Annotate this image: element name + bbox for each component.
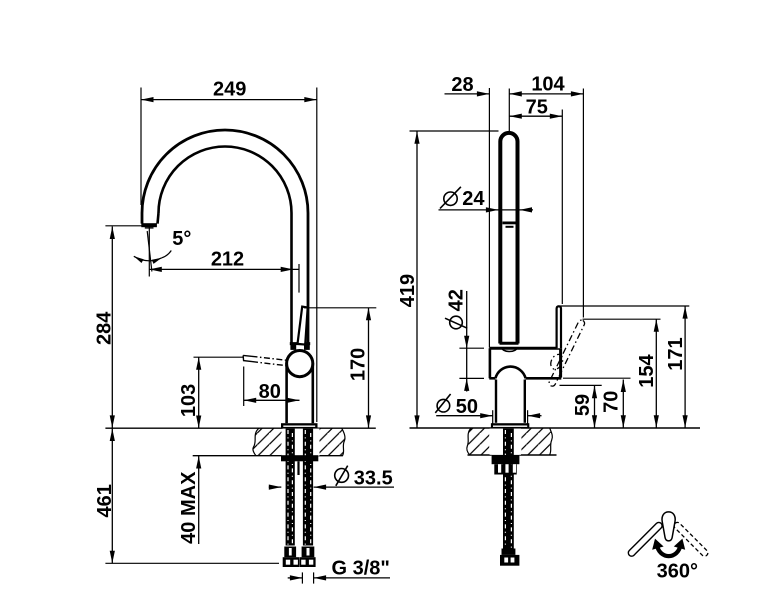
- svg-text:212: 212: [211, 249, 244, 271]
- svg-text:461: 461: [94, 484, 116, 517]
- svg-text:75: 75: [526, 97, 548, 119]
- svg-text:24: 24: [462, 188, 485, 210]
- svg-text:170: 170: [348, 348, 370, 381]
- svg-text:70: 70: [601, 391, 623, 413]
- svg-text:171: 171: [665, 337, 687, 370]
- svg-text:28: 28: [451, 74, 473, 96]
- svg-text:249: 249: [213, 78, 246, 100]
- svg-text:154: 154: [636, 353, 658, 387]
- svg-text:G 3/8": G 3/8": [332, 557, 390, 579]
- svg-text:103: 103: [178, 384, 200, 417]
- svg-text:40 MAX: 40 MAX: [178, 471, 200, 544]
- svg-text:42: 42: [445, 289, 467, 311]
- svg-text:284: 284: [93, 311, 115, 345]
- svg-text:5°: 5°: [172, 228, 191, 250]
- svg-text:80: 80: [259, 381, 281, 403]
- svg-text:104: 104: [531, 74, 565, 96]
- svg-text:59: 59: [572, 394, 594, 416]
- svg-text:419: 419: [397, 274, 419, 307]
- svg-text:360°: 360°: [657, 561, 698, 583]
- svg-text:50: 50: [456, 396, 478, 418]
- svg-text:33.5: 33.5: [354, 468, 393, 490]
